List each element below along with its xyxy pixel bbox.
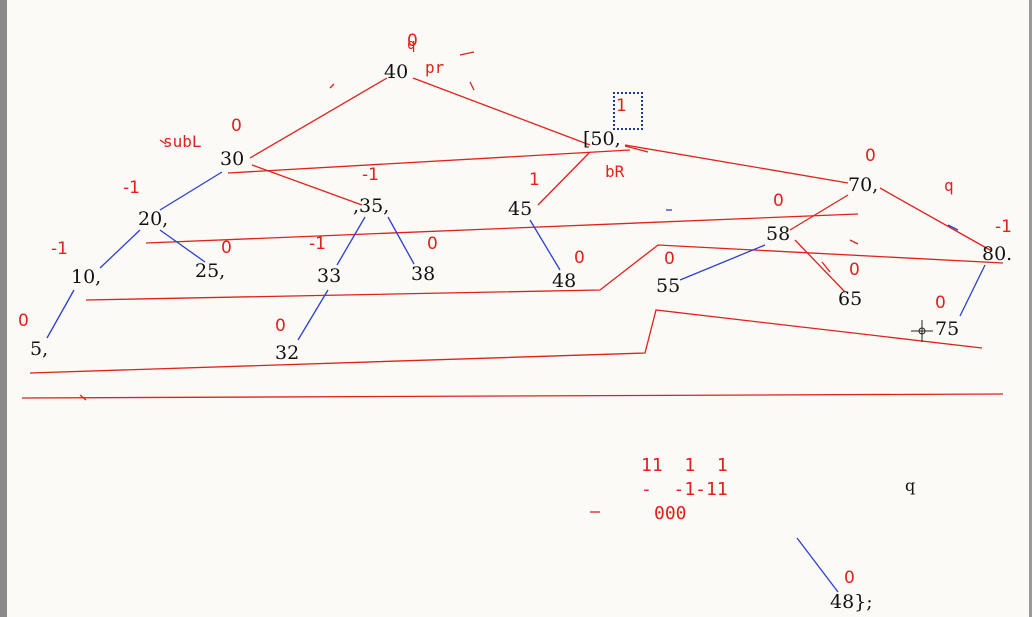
edge-10-5 <box>46 289 75 339</box>
contour-4 <box>29 309 983 374</box>
node-33[interactable]: 33 <box>317 265 342 287</box>
node-80[interactable]: 80. <box>982 243 1013 265</box>
node-5[interactable]: 5, <box>30 338 49 360</box>
balance-5: 0 <box>18 311 29 331</box>
node-50[interactable]: [50, <box>583 128 621 150</box>
note-line-3: 000 <box>654 503 687 524</box>
stray-6 <box>821 261 831 273</box>
balance-30: 0 <box>231 116 242 136</box>
stray-blue-2 <box>947 224 959 231</box>
node-55[interactable]: 55 <box>656 275 681 297</box>
balance-58: 0 <box>773 191 784 211</box>
contour-3 <box>85 244 1004 301</box>
balance-20: -1 <box>123 178 140 198</box>
stray-7 <box>849 239 859 245</box>
contour-2 <box>145 213 859 244</box>
balance-33: -1 <box>309 234 326 254</box>
selection-box[interactable] <box>613 92 643 130</box>
balance-48: 0 <box>574 248 585 268</box>
edge-40-50 <box>412 77 591 146</box>
balance-55: 0 <box>664 249 675 269</box>
balance-35: -1 <box>362 165 379 185</box>
balance-70: 0 <box>865 146 876 166</box>
balance-50: 1 <box>616 96 627 116</box>
note-line-2: - -1-11 <box>641 479 728 500</box>
edge-35-33 <box>336 216 366 266</box>
edge-50-45 <box>537 151 591 206</box>
balance-65: 0 <box>849 260 860 280</box>
balance-38: 0 <box>427 234 438 254</box>
note-bottom-zero: 0 <box>844 568 855 588</box>
note-q: q <box>905 476 916 495</box>
balance-25: 0 <box>221 238 232 258</box>
node-58[interactable]: 58 <box>766 223 791 245</box>
note-line-1: 11 1 1 <box>641 455 728 476</box>
contour-5 <box>21 393 1004 399</box>
edge-50-70 <box>624 144 849 184</box>
label-q-top: q <box>407 37 416 53</box>
drawing-canvas[interactable]: 40 30 [50, 20, ,35, 45 70, 10, 25, 33 38… <box>7 0 1029 617</box>
edge-bottom-48 <box>796 537 839 593</box>
edge-40-30 <box>249 77 388 159</box>
balance-75: 0 <box>935 293 946 313</box>
balance-40: 0 <box>407 31 418 51</box>
node-25[interactable]: 25, <box>195 260 226 282</box>
node-65[interactable]: 65 <box>838 288 863 310</box>
balance-80: -1 <box>995 217 1012 237</box>
stray-8 <box>79 394 87 401</box>
edge-20-10 <box>99 229 141 269</box>
edge-70-58 <box>789 194 849 231</box>
tree-edges <box>21 51 1004 593</box>
balance-32: 0 <box>275 316 286 336</box>
edge-33-32 <box>297 289 329 341</box>
stray-4 <box>624 145 649 153</box>
right-frame <box>1029 0 1032 617</box>
stray-3 <box>469 81 475 91</box>
edge-30-35 <box>251 164 363 206</box>
edge-35-38 <box>387 216 415 265</box>
contour-1 <box>227 149 631 174</box>
left-frame <box>0 0 7 617</box>
crosshair-cursor-icon <box>911 320 933 342</box>
node-32[interactable]: 32 <box>275 342 300 364</box>
edge-58-55 <box>679 244 766 281</box>
node-75[interactable]: 75 <box>935 318 960 340</box>
balance-45: 1 <box>529 170 540 190</box>
balance-10: -1 <box>51 239 68 259</box>
label-pr: pr <box>425 58 445 77</box>
label-subL: subL <box>163 132 202 151</box>
edge-20-25 <box>159 229 206 263</box>
node-45[interactable]: 45 <box>508 198 533 220</box>
edge-58-65 <box>794 239 846 293</box>
edge-70-80 <box>879 187 991 251</box>
node-30[interactable]: 30 <box>220 148 245 170</box>
node-48[interactable]: 48 <box>552 270 577 292</box>
edge-80-75 <box>959 264 986 317</box>
node-38[interactable]: 38 <box>411 263 436 285</box>
edge-30-20 <box>159 171 223 211</box>
node-35[interactable]: ,35, <box>353 195 390 217</box>
edge-45-48 <box>529 219 561 271</box>
stray-2 <box>459 51 475 56</box>
node-40[interactable]: 40 <box>384 61 409 83</box>
stray-1 <box>329 83 335 89</box>
label-bR: bR <box>605 162 625 181</box>
node-20[interactable]: 20, <box>138 208 169 230</box>
stray-5 <box>159 139 167 145</box>
node-10[interactable]: 10, <box>71 266 102 288</box>
node-70[interactable]: 70, <box>848 174 879 196</box>
label-q-right: q <box>944 176 954 195</box>
note-bottom-code: 48}; <box>830 591 873 613</box>
